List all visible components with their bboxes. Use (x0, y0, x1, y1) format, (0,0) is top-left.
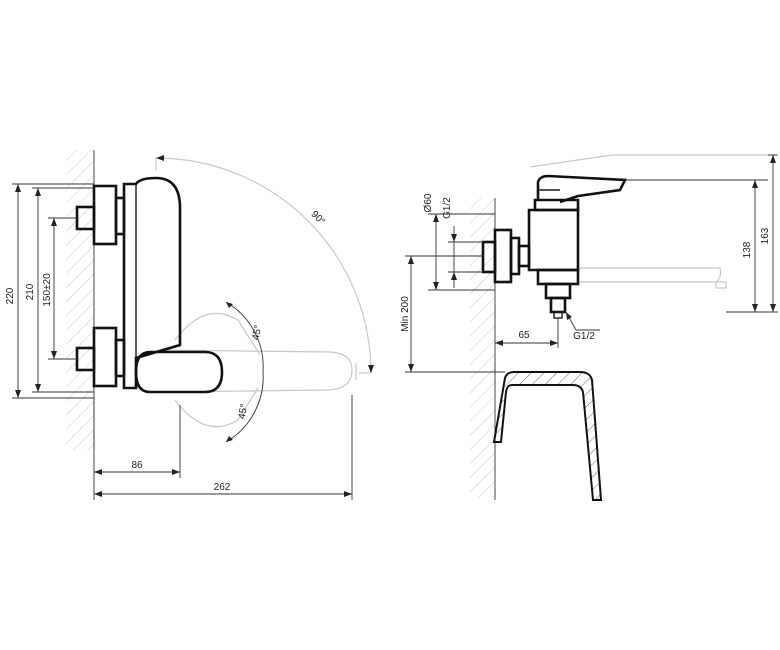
lever-swing-arc (155, 155, 374, 374)
side-mixer-body (527, 174, 628, 272)
bathtub-section (492, 371, 603, 501)
dim-centers (48, 217, 77, 360)
dim-overall-height (12, 183, 94, 399)
dim-thread-top-label: G1/2 (442, 197, 453, 219)
dim-height-label: 210 (25, 283, 36, 300)
dim-min-height (405, 255, 505, 373)
dim-total-depth (94, 395, 353, 500)
dim-height (32, 187, 94, 393)
side-view: Ø60 G1/2 Min 200 65 (400, 154, 778, 501)
front-view: 220 210 150±20 86 (5, 150, 374, 500)
side-connector (481, 228, 531, 284)
dim-thread-bottom-leader (565, 311, 600, 331)
dim-thread-top (448, 226, 483, 288)
dim-wall-to-axis-label: 86 (131, 460, 143, 471)
dim-diameter-label: Ø60 (423, 193, 434, 212)
dim-centers-label: 150±20 (42, 273, 53, 307)
dim-projection (495, 318, 559, 348)
angle-45-down-label: 45° (237, 403, 250, 420)
dim-projection-label: 65 (518, 330, 530, 341)
dim-min-height-label: Min 200 (400, 296, 411, 332)
dim-wall-to-axis (93, 398, 181, 500)
dim-height-138-label: 138 (742, 241, 753, 258)
dim-diameter (428, 213, 495, 291)
dim-overall-height-label: 220 (5, 287, 16, 304)
mixer-body (122, 176, 182, 390)
angle-45-arcs (225, 301, 264, 443)
front-wall (66, 150, 95, 450)
dim-height-138 (625, 179, 768, 313)
dim-height-163 (768, 154, 778, 313)
angle-45-up-label: 45° (251, 324, 264, 341)
side-spout (536, 268, 580, 319)
dim-total-depth-label: 262 (214, 482, 231, 493)
side-ghost-positions (529, 154, 775, 289)
lever-ghost-positions (159, 312, 357, 428)
dim-height-163-label: 163 (760, 227, 771, 244)
lever-handle (134, 350, 224, 394)
dim-thread-bottom-label: G1/2 (573, 331, 595, 342)
